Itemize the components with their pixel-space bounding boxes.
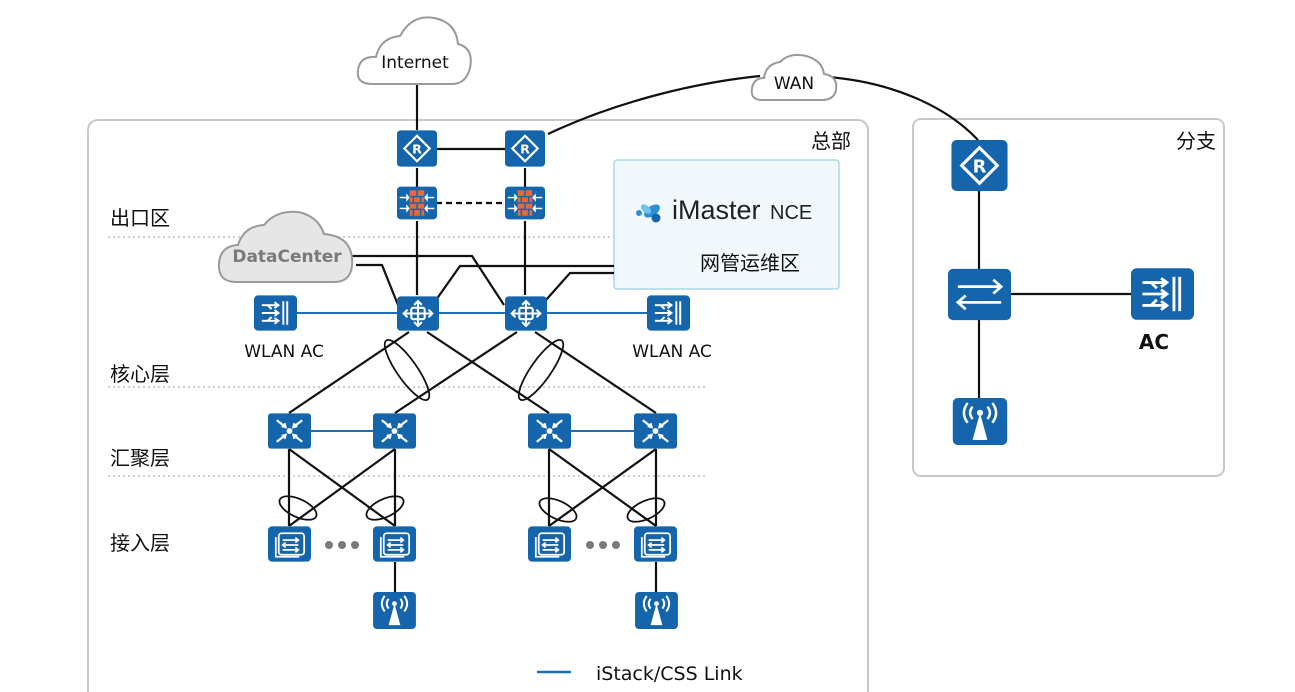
legend-istack-label: iStack/CSS Link (596, 663, 743, 685)
wlan-ac-left[interactable] (254, 295, 297, 331)
internet-cloud: Internet (356, 16, 472, 85)
hq-egress-router-1[interactable] (397, 130, 437, 167)
internet-label: Internet (381, 53, 449, 73)
hq-ap-left[interactable] (373, 592, 416, 629)
datacenter-label: DataCenter (232, 247, 342, 267)
access-switch-1[interactable] (268, 526, 311, 562)
nce-brand-label: iMaster (672, 195, 761, 225)
imaster-logo-icon (636, 204, 661, 223)
branch-ap[interactable] (951, 398, 1009, 445)
wlan-ac-right[interactable] (647, 295, 690, 331)
access-switch-4[interactable] (634, 526, 677, 562)
cloud-icon (217, 210, 354, 283)
access-switch-ellipsis (325, 541, 620, 549)
branch-router[interactable] (949, 140, 1010, 191)
datacenter-cloud: DataCenter (217, 210, 354, 283)
access-switch-3[interactable] (528, 526, 571, 562)
istack-css-links (297, 312, 647, 432)
branch-region-label: 分支 (1176, 129, 1216, 153)
layer-label-aggregation: 汇聚层 (110, 446, 170, 470)
aggregation-switch-4[interactable] (634, 413, 677, 449)
aggregation-switch-2[interactable] (373, 413, 416, 449)
core-switch-1[interactable] (397, 295, 439, 332)
hq-ap-right[interactable] (635, 592, 678, 629)
wlan-ac-right-label: WLAN AC (632, 342, 712, 362)
nce-management-zone (613, 159, 840, 290)
cloud-icon (750, 53, 838, 101)
firewall-2[interactable] (505, 186, 545, 220)
hq-egress-router-2[interactable] (505, 130, 545, 167)
hq-region-frame (87, 119, 869, 692)
access-switch-2[interactable] (373, 526, 416, 562)
branch-ac[interactable] (1131, 268, 1194, 320)
firewall-1[interactable] (397, 186, 437, 220)
core-switch-2[interactable] (505, 295, 547, 332)
layer-label-egress: 出口区 (110, 206, 170, 230)
eth-trunk-ellipses (278, 339, 666, 523)
layer-label-access: 接入层 (110, 531, 170, 555)
nce-product-label: NCE (770, 202, 812, 224)
layer-label-core: 核心层 (110, 362, 170, 386)
network-links (287, 74, 1131, 592)
wlan-ac-left-label: WLAN AC (244, 342, 324, 362)
branch-switch[interactable] (948, 268, 1011, 321)
wan-label: WAN (774, 74, 814, 94)
wan-cloud: WAN (750, 53, 838, 101)
aggregation-switch-1[interactable] (268, 413, 311, 449)
branch-ac-label: AC (1139, 330, 1169, 354)
nce-zone-label: 网管运维区 (700, 251, 800, 275)
hq-region-label: 总部 (811, 129, 851, 153)
cloud-icon (356, 16, 472, 85)
branch-region-frame (912, 118, 1225, 477)
aggregation-switch-3[interactable] (528, 413, 571, 449)
